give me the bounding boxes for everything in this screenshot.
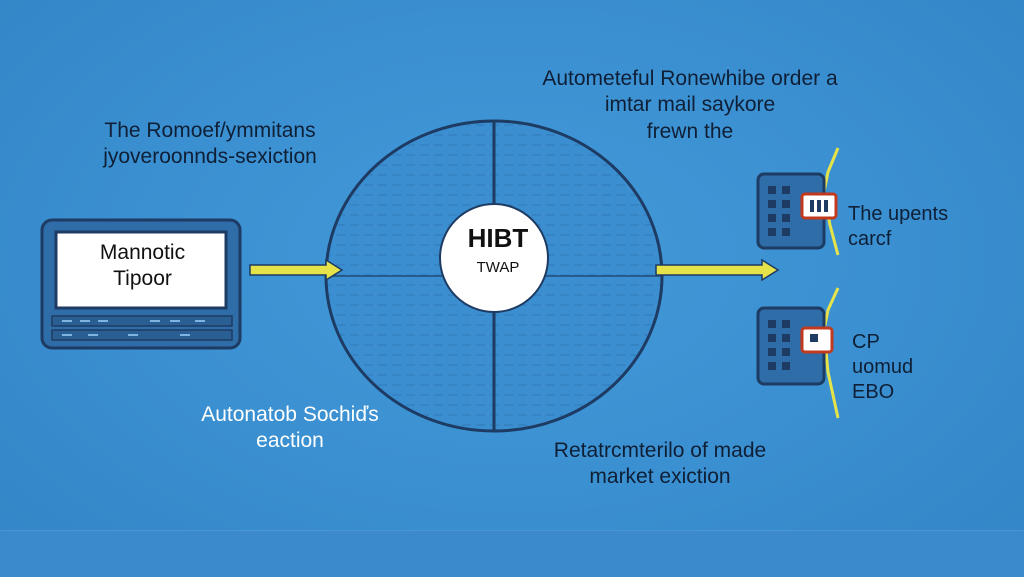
right-bottom-caption-line-3: EBO — [852, 381, 895, 403]
bottom-left-caption: Autonatob Sochiďs eaction — [140, 402, 440, 455]
bottom-caption-line-2: market exiction — [589, 465, 731, 489]
right-top-caption-line-2: carcf — [848, 228, 892, 250]
top-caption-line-1: Autometeful Ronewhibe order a — [542, 67, 838, 90]
footer-band — [0, 530, 1024, 577]
bottom-caption: Retatrcmterilo of made market exiction — [470, 438, 850, 491]
monitor-icon — [40, 218, 242, 350]
order-device-top — [756, 147, 840, 256]
top-caption: Autometeful Ronewhibe order a imtar mail… — [470, 66, 910, 145]
monitor-line-1: Mannotic — [99, 241, 186, 264]
bottom-left-caption-line-1: Autonatob Sochiďs — [201, 403, 379, 426]
top-caption-line-3: frewn the — [646, 119, 734, 143]
right-bottom-caption: CP uomud EBO — [852, 330, 972, 405]
monitor-screen-text: Mannotic Tipoor — [60, 240, 225, 293]
input-arrow — [249, 258, 344, 282]
left-caption-line-1: The Romoef/ymmitans — [104, 119, 316, 142]
bottom-left-caption-line-2: eaction — [256, 429, 324, 453]
center-title: HIBT — [467, 223, 529, 253]
right-bottom-caption-line-1: CP — [852, 331, 880, 353]
center-subtitle: TWAP — [476, 258, 520, 276]
top-caption-line-2: imtar mail saykore — [604, 93, 776, 117]
left-caption: The Romoef/ymmitans jyoveroonnds-sexicti… — [20, 118, 400, 171]
right-top-caption-line-1: The upents — [848, 203, 949, 225]
right-bottom-caption-line-2: uomud — [852, 356, 914, 378]
order-device-bottom — [756, 287, 840, 419]
center-node-label: HIBT TWAP — [438, 222, 558, 277]
output-arrow — [655, 258, 780, 282]
center-node — [439, 203, 549, 313]
right-top-caption: The upents carcf — [848, 202, 998, 252]
left-caption-line-2: jyoveroonnds-sexiction — [103, 145, 317, 169]
bottom-caption-line-1: Retatrcmterilo of made — [553, 439, 767, 462]
monitor-line-2: Tipoor — [113, 267, 172, 291]
